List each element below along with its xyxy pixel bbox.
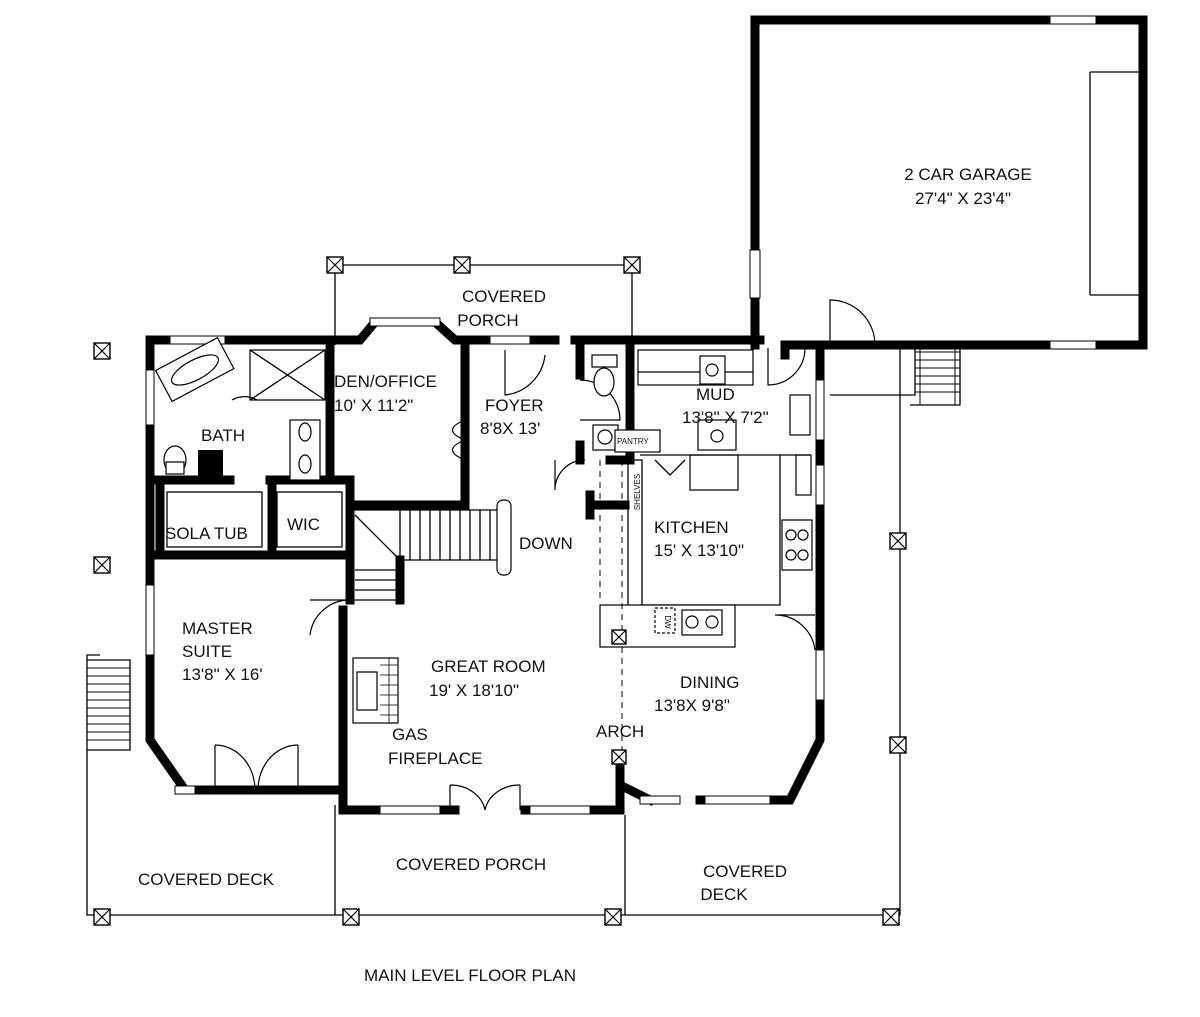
dw-label: DW bbox=[663, 615, 672, 629]
kitchen-fixtures bbox=[599, 349, 813, 760]
stairs bbox=[350, 499, 512, 601]
covered-deck-left-name: COVERED DECK bbox=[138, 870, 275, 889]
post bbox=[93, 342, 111, 360]
post bbox=[604, 908, 622, 926]
foyer-size: 8'8X 13' bbox=[480, 419, 540, 438]
wic-name: WIC bbox=[287, 515, 320, 534]
post bbox=[453, 256, 471, 274]
covered-porch-top-line2: PORCH bbox=[457, 311, 518, 330]
great-room-name: GREAT ROOM bbox=[431, 657, 546, 676]
post bbox=[623, 256, 641, 274]
great-room-size: 19' X 18'10" bbox=[429, 681, 519, 700]
post bbox=[611, 629, 627, 645]
kitchen-size: 15' X 13'10" bbox=[654, 541, 744, 560]
covered-porch-top-line1: COVERED bbox=[462, 287, 546, 306]
garage-size: 27'4" X 23'4" bbox=[915, 189, 1011, 208]
den-office-size: 10' X 11'2" bbox=[334, 396, 413, 415]
post bbox=[93, 556, 111, 574]
post bbox=[93, 908, 111, 926]
pantry-label: PANTRY bbox=[617, 437, 649, 446]
shelves-label: SHELVES bbox=[633, 474, 642, 510]
sola-tub-name: SOLA TUB bbox=[165, 524, 248, 543]
powder-fixtures bbox=[591, 354, 619, 451]
gas-fireplace-line1: GAS bbox=[392, 725, 428, 744]
gas-fireplace-line2: FIREPLACE bbox=[388, 749, 482, 768]
garage-name: 2 CAR GARAGE bbox=[904, 165, 1032, 184]
arch-label: ARCH bbox=[596, 722, 644, 741]
post bbox=[342, 908, 360, 926]
den-office-name: DEN/OFFICE bbox=[334, 372, 437, 391]
interior-walls bbox=[145, 335, 790, 795]
post bbox=[889, 532, 907, 550]
stair-treads bbox=[354, 510, 491, 591]
dining-name: DINING bbox=[680, 673, 740, 692]
covered-porch-top bbox=[334, 264, 633, 345]
bath-name: BATH bbox=[201, 426, 245, 445]
master-suite-size: 13'8" X 16' bbox=[182, 665, 263, 684]
covered-porch-bottom-name: COVERED PORCH bbox=[396, 855, 546, 874]
dining-size: 13'8X 9'8" bbox=[654, 696, 730, 715]
down-label: DOWN bbox=[519, 534, 573, 553]
covered-deck-right-line1: COVERED bbox=[703, 862, 787, 881]
kitchen-name: KITCHEN bbox=[654, 518, 729, 537]
garage bbox=[749, 15, 1148, 350]
foyer-name: FOYER bbox=[485, 396, 544, 415]
mud-size: 13'8" X 7'2" bbox=[682, 408, 769, 427]
fireplace bbox=[352, 657, 399, 724]
covered-deck-right-line2: DECK bbox=[700, 885, 748, 904]
post bbox=[611, 749, 627, 765]
master-suite-line1: MASTER bbox=[182, 619, 253, 638]
post bbox=[889, 736, 907, 754]
master-suite-line2: SUITE bbox=[182, 642, 232, 661]
mud-name: MUD bbox=[696, 385, 735, 404]
bath-fixtures bbox=[154, 336, 343, 548]
plan-title: MAIN LEVEL FLOOR PLAN bbox=[364, 966, 576, 985]
porch-posts bbox=[93, 256, 907, 926]
windows bbox=[145, 317, 825, 815]
post bbox=[882, 908, 900, 926]
post bbox=[326, 256, 344, 274]
wraparound-deck bbox=[86, 344, 961, 916]
room-labels: 2 CAR GARAGE 27'4" X 23'4" COVERED PORCH… bbox=[138, 165, 1032, 904]
